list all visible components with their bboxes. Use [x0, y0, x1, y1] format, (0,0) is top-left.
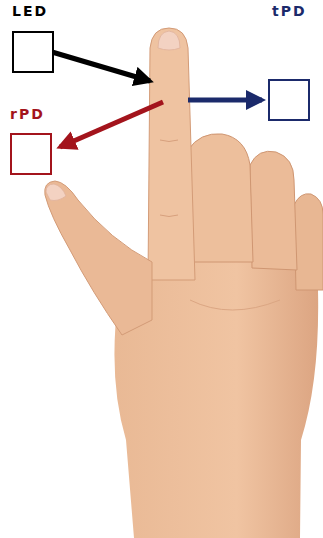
ring-finger — [250, 151, 297, 270]
pinky-finger — [294, 194, 323, 290]
component-label: rPD — [10, 106, 45, 122]
thumb — [45, 181, 152, 335]
transmitted-arrow — [188, 98, 262, 103]
sensor-box: LED — [12, 3, 62, 73]
empty-box — [10, 133, 52, 175]
sensor-box: tPD — [268, 3, 318, 121]
knuckle-creases — [160, 140, 178, 217]
component-label: tPD — [272, 3, 307, 19]
reflected-arrow — [60, 102, 163, 147]
middle-finger — [188, 134, 253, 262]
index-nail — [158, 31, 180, 50]
empty-box — [268, 79, 310, 121]
led-arrow — [52, 52, 150, 81]
palm-crease — [190, 300, 280, 310]
sensor-box: rPD — [10, 106, 60, 175]
component-label: LED — [12, 3, 48, 19]
hand — [45, 28, 323, 538]
empty-box — [12, 31, 54, 73]
thumb-nail — [46, 184, 66, 201]
index-finger — [148, 28, 195, 280]
